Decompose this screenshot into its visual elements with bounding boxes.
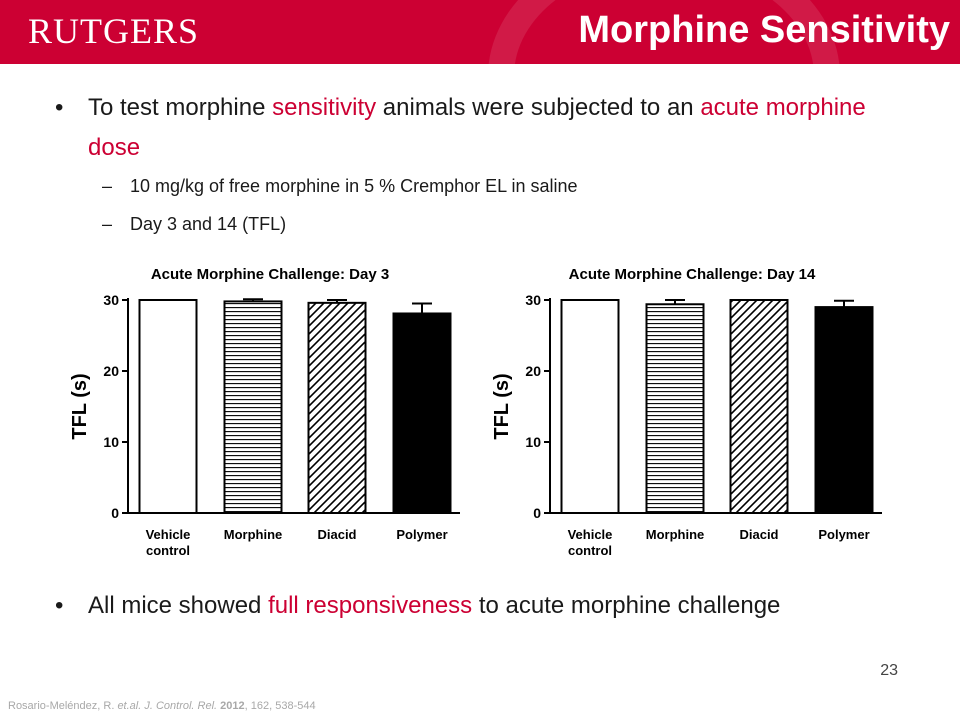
y-tick-label: 30: [525, 292, 541, 308]
bar-diacid: [307, 301, 367, 515]
bullet-1-highlight-sensitivity: sensitivity: [272, 94, 377, 121]
x-tick-label: Diacid: [317, 527, 356, 542]
bullet-2: • All mice showed full responsiveness to…: [55, 586, 868, 626]
bullet-2-text-b: to acute morphine challenge: [472, 592, 781, 619]
x-tick-label: Polymer: [396, 527, 447, 542]
dash-icon: –: [102, 176, 113, 196]
x-tick-label: Vehicle: [146, 527, 191, 542]
x-tick-label: Vehicle: [568, 527, 613, 542]
x-tick-label: Morphine: [224, 527, 283, 542]
y-tick-label: 20: [525, 363, 541, 379]
x-tick-label: control: [568, 543, 612, 558]
citation: Rosario-Meléndez, R. et.al. J. Control. …: [8, 700, 316, 712]
chart-title: Acute Morphine Challenge: Day 14: [569, 266, 816, 283]
y-axis-label: TFL (s): [69, 373, 91, 439]
bar-polymer: [814, 306, 874, 514]
chart-title: Acute Morphine Challenge: Day 3: [151, 266, 389, 283]
citation-year: 2012: [220, 700, 245, 712]
bullet-1-text-a: To test morphine: [88, 94, 273, 121]
sub-bullet-2: – Day 3 and 14 (TFL): [102, 214, 287, 235]
bar-polymer: [392, 312, 452, 514]
y-tick-label: 10: [525, 434, 541, 450]
bullet-dot-icon: •: [55, 94, 64, 121]
y-tick-label: 10: [103, 434, 119, 450]
bar-vehicle-control: [560, 299, 620, 514]
y-axis-label: TFL (s): [491, 373, 513, 439]
page-number: 23: [880, 662, 898, 679]
bullet-2-highlight: full responsiveness: [268, 592, 473, 619]
citation-authors: Rosario-Meléndez, R.: [8, 700, 118, 712]
y-tick-label: 0: [533, 505, 541, 521]
sub-bullet-2-text: Day 3 and 14 (TFL): [130, 214, 287, 234]
y-tick-label: 0: [111, 505, 119, 521]
sub-bullet-1-text: 10 mg/kg of free morphine in 5 % Crempho…: [130, 176, 578, 196]
chart-day-14: Acute Morphine Challenge: Day 14 TFL (s) 0…: [491, 266, 882, 558]
rutgers-logo: RUTGERS: [28, 11, 200, 51]
y-tick-label: 30: [103, 292, 119, 308]
bar-morphine: [223, 300, 283, 514]
dash-icon: –: [102, 214, 113, 234]
x-tick-label: control: [146, 543, 190, 558]
bullet-1: • To test morphine sensitivity animals w…: [55, 88, 868, 168]
bar-morphine: [645, 303, 705, 515]
citation-journal: et.al. J. Control. Rel.: [117, 700, 218, 712]
sub-bullet-1: – 10 mg/kg of free morphine in 5 % Cremp…: [102, 176, 578, 197]
bullet-1-highlight-dose: acute morphine dose: [88, 94, 866, 161]
x-tick-label: Morphine: [646, 527, 705, 542]
bullet-1-text-b: animals were subjected to an: [376, 94, 701, 121]
bullet-2-text-a: All mice showed: [88, 592, 269, 619]
bar-diacid: [729, 299, 789, 514]
citation-rest: , 162, 538-544: [244, 700, 316, 712]
x-tick-label: Polymer: [818, 527, 869, 542]
bar-vehicle-control: [138, 299, 198, 514]
x-tick-label: Diacid: [739, 527, 778, 542]
slide-header: RUTGERS Morphine Sensitivity: [0, 0, 960, 64]
slide-title: Morphine Sensitivity: [578, 9, 950, 51]
chart-day-3: Acute Morphine Challenge: Day 3 TFL (s) 0 1…: [69, 266, 460, 558]
y-tick-label: 20: [103, 363, 119, 379]
bullet-dot-icon: •: [55, 592, 64, 619]
